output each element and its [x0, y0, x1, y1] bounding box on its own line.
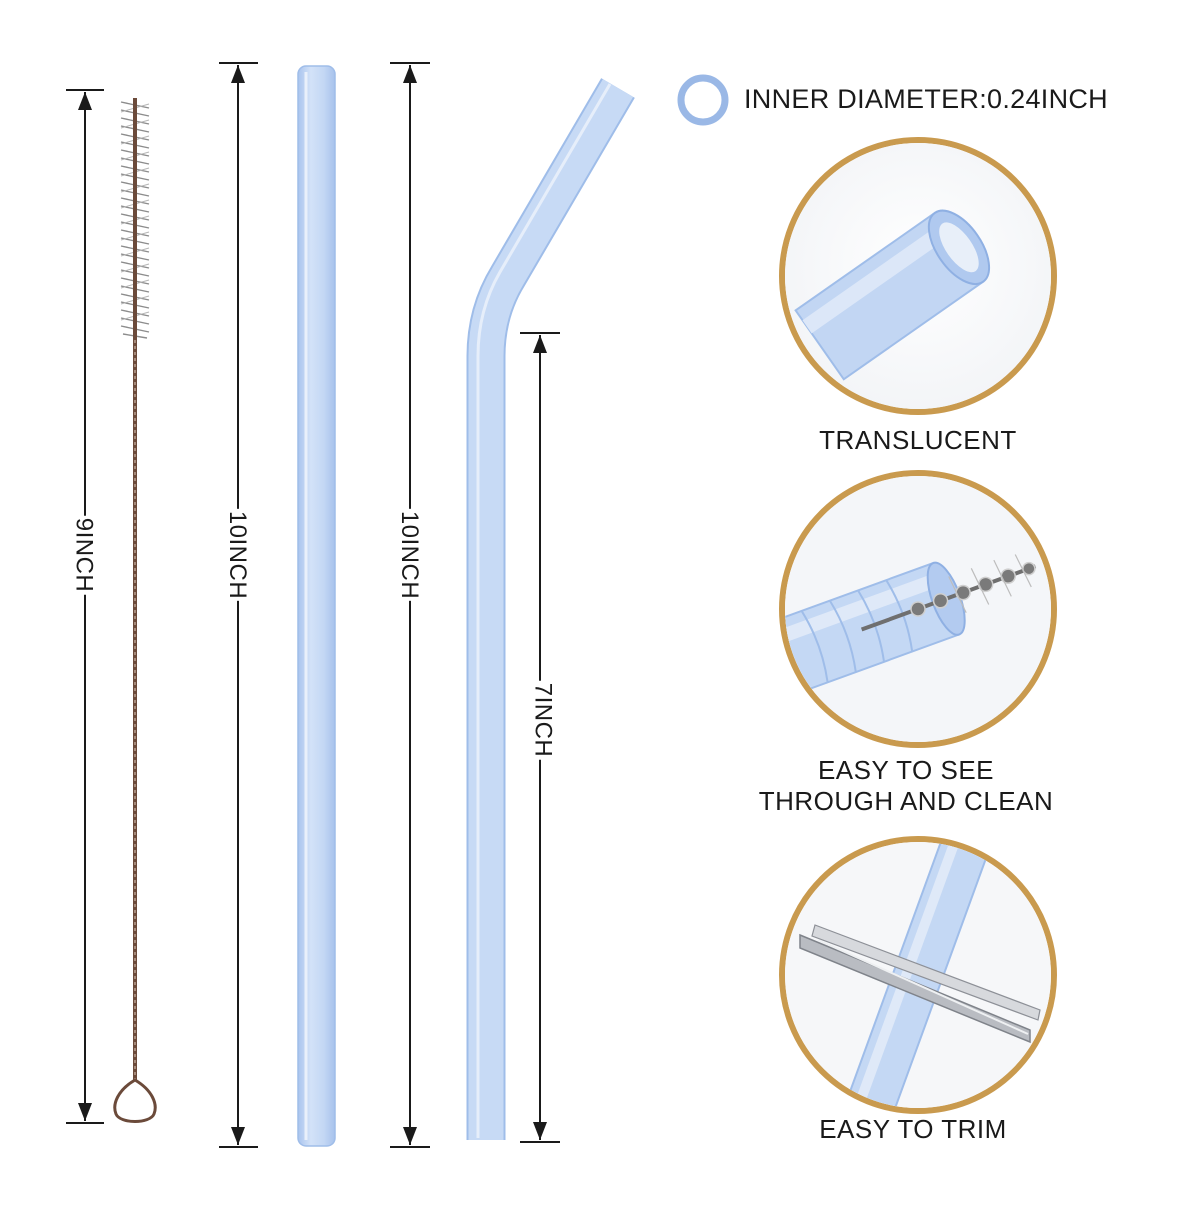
brush-dimension-line: [66, 89, 104, 1124]
inner-diameter-ring-icon: [677, 74, 729, 126]
brush-loop-handle: [113, 1078, 157, 1123]
feature-photo-clean: [779, 470, 1057, 748]
brush-length-label: 9INCH: [70, 515, 98, 595]
bent-straw: [466, 78, 635, 1140]
feature-photo-translucent: [779, 137, 1057, 415]
bent-straw-length-label: 10INCH: [396, 508, 424, 602]
bent-straw-dimension-line: [390, 62, 430, 1148]
caption-trim: EASY TO TRIM: [819, 1114, 1007, 1144]
cleaning-brush: [113, 98, 157, 1123]
straight-straw-dimension-line: [219, 62, 258, 1148]
bent-lower-length-label: 7INCH: [529, 680, 557, 760]
straight-straw-length-label: 10INCH: [224, 508, 252, 602]
feature-photo-trim: [779, 836, 1057, 1114]
caption-translucent: TRANSLUCENT: [819, 425, 1017, 455]
caption-see-through-line2: THROUGH AND CLEAN: [758, 786, 1054, 816]
inner-diameter-label: INNER DIAMETER:0.24INCH: [744, 84, 1108, 114]
caption-see-through-line1: EASY TO SEE: [817, 755, 995, 785]
straight-straw: [297, 65, 336, 1147]
